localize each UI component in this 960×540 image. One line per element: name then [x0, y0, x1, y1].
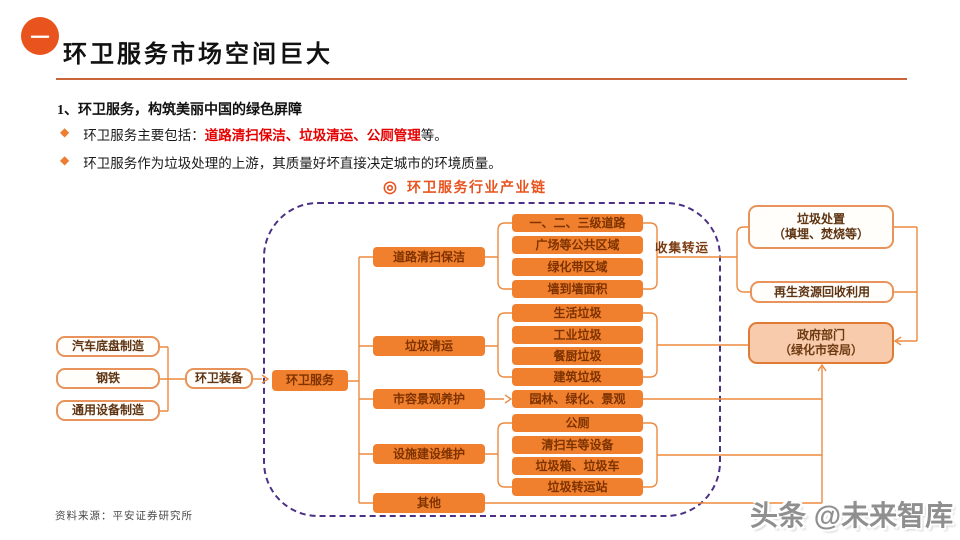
bullet-1-text: 环卫服务主要包括：道路清扫保洁、垃圾清运、公厕管理等。 [83, 128, 448, 143]
node-road-cleaning: 道路清扫保洁 [373, 247, 485, 267]
node-general-equipment: 通用设备制造 [56, 400, 160, 421]
node-steel: 钢铁 [56, 368, 160, 389]
node-construction-waste: 建筑垃圾 [512, 368, 643, 386]
node-government: 政府部门 （绿化市容局） [748, 322, 894, 364]
node-waste-disposal: 垃圾处置 （填埋、焚烧等） [748, 205, 894, 249]
diamond-bullet-icon: ◆ [60, 153, 70, 167]
watermark: 头条 @未来智库 [750, 500, 954, 531]
government-line2: （绿化市容局） [778, 343, 863, 357]
title-underline [56, 78, 907, 80]
node-sanitation-service: 环卫服务 [272, 370, 348, 391]
node-garden-landscape: 园林、绿化、景观 [512, 390, 643, 408]
diamond-bullet-icon: ◆ [60, 125, 70, 139]
bullet-1-highlight: 道路清扫保洁、垃圾清运、公厕管理 [204, 128, 421, 143]
bullet-item-1: ◆ 环卫服务主要包括：道路清扫保洁、垃圾清运、公厕管理等。 [60, 124, 448, 144]
waste-disposal-line2: （填埋、焚烧等） [772, 227, 869, 241]
industry-dashed-boundary [263, 202, 721, 517]
node-transfer-station: 垃圾转运站 [512, 478, 643, 496]
node-kitchen-waste: 餐厨垃圾 [512, 347, 643, 365]
waste-disposal-line1: 垃圾处置 [796, 212, 845, 226]
node-sweeper-equipment: 清扫车等设备 [512, 436, 643, 454]
node-public-toilet: 公厕 [512, 414, 643, 432]
node-road-grades: 一、二、三级道路 [512, 214, 643, 232]
page-title: 环卫服务市场空间巨大 [63, 42, 333, 68]
collect-transfer-label: 收集转运 [655, 241, 710, 255]
node-household-waste: 生活垃圾 [512, 304, 643, 322]
bullet-2-text: 环卫服务作为垃圾处理的上游，其质量好坏直接决定城市的环境质量。 [83, 156, 502, 171]
node-facility-maintenance: 设施建设维护 [373, 444, 485, 464]
section-number-badge: 一 [21, 17, 59, 55]
government-line1: 政府部门 [796, 328, 845, 342]
diagram-title-text: 环卫服务行业产业链 [406, 181, 547, 196]
node-auto-chassis: 汽车底盘制造 [56, 336, 160, 357]
node-sanitation-equipment: 环卫装备 [185, 368, 253, 389]
node-garbage-transport: 垃圾清运 [373, 336, 485, 356]
bullseye-icon: ◎ [383, 179, 397, 196]
node-plaza-area: 广场等公共区域 [512, 236, 643, 254]
diagram-title: ◎ 环卫服务行业产业链 [383, 177, 546, 197]
node-industrial-waste: 工业垃圾 [512, 326, 643, 344]
node-landscape-maintenance: 市容景观养护 [373, 389, 485, 409]
node-greenbelt-area: 绿化带区域 [512, 258, 643, 276]
node-garbage-bins-trucks: 垃圾箱、垃圾车 [512, 457, 643, 475]
source-note: 资料来源：平安证券研究所 [55, 511, 193, 522]
bullet-item-2: ◆ 环卫服务作为垃圾处理的上游，其质量好坏直接决定城市的环境质量。 [60, 152, 502, 172]
section-heading: 1、环卫服务，构筑美丽中国的绿色屏障 [57, 103, 302, 118]
node-wall-to-wall-area: 墙到墙面积 [512, 280, 643, 298]
node-recycling: 再生资源回收利用 [750, 281, 894, 303]
node-other: 其他 [373, 493, 485, 513]
